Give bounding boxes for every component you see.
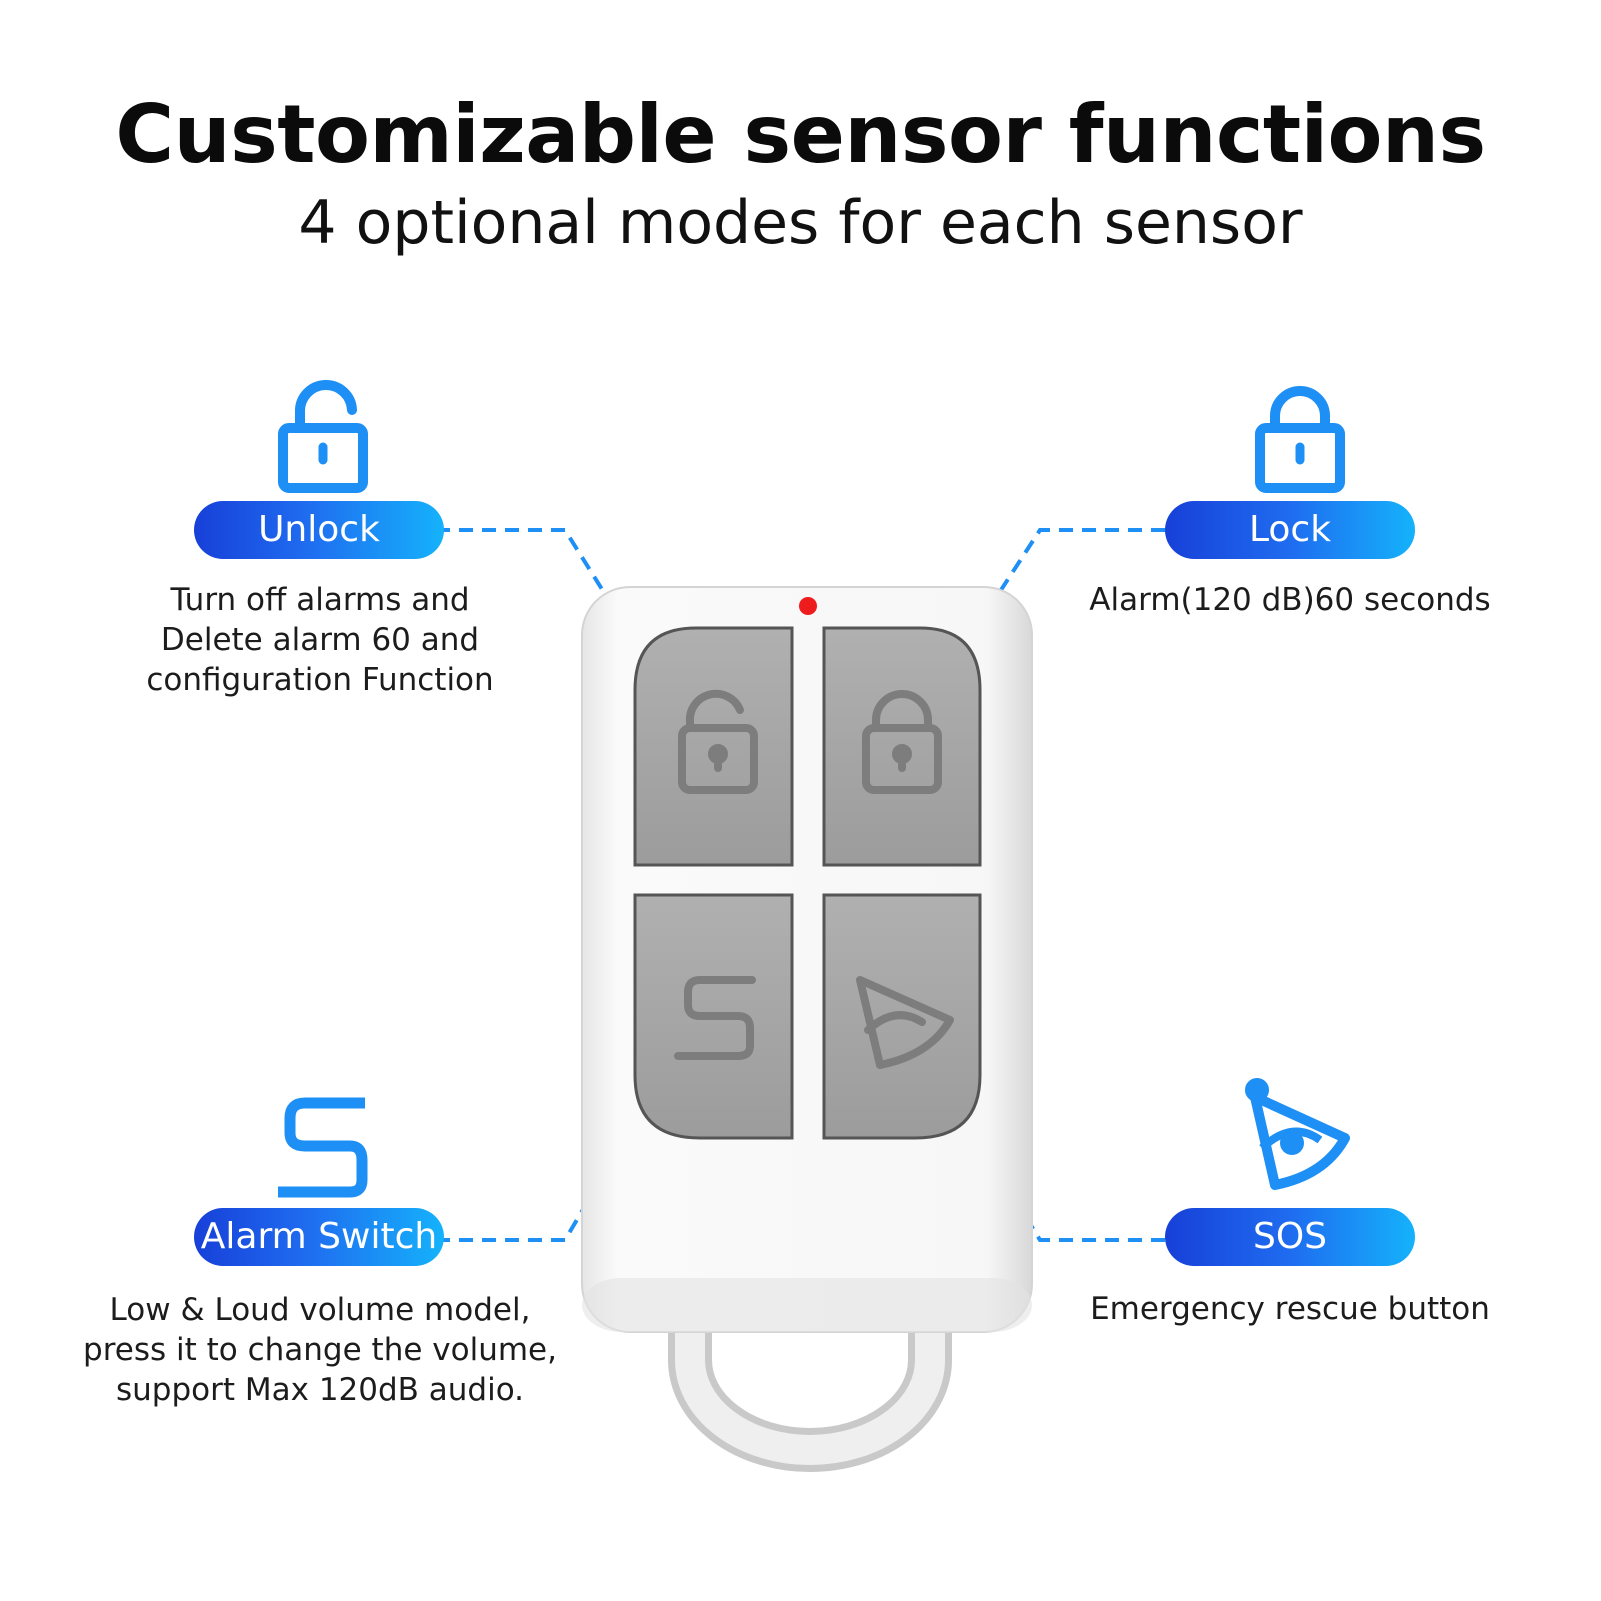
- alarm-switch-desc-line-3: support Max 120dB audio.: [116, 1372, 524, 1408]
- button-lock-icon: [862, 690, 942, 794]
- keyring-loop: [668, 1320, 952, 1472]
- button-alarm-switch-icon: [674, 976, 756, 1060]
- page-title: Customizable sensor functions: [115, 88, 1486, 181]
- alarm-switch-icon: [278, 1097, 368, 1198]
- sos-description: Emergency rescue button: [1080, 1289, 1500, 1329]
- led-indicator: [799, 597, 817, 615]
- unlock-desc-line-3: configuration Function: [146, 662, 494, 698]
- unlock-label: Unlock: [258, 509, 380, 550]
- unlock-icon: [278, 380, 368, 493]
- unlock-desc-line-2: Delete alarm 60 and: [160, 622, 480, 658]
- sos-label: SOS: [1252, 1216, 1328, 1257]
- unlock-description: Turn off alarms and Delete alarm 60 and …: [120, 580, 520, 700]
- alarm-switch-label-pill: Alarm Switch: [194, 1208, 444, 1266]
- alarm-switch-desc-line-1: Low & Loud volume model,: [109, 1292, 531, 1328]
- lock-description: Alarm(120 dB)60 seconds: [1080, 580, 1500, 620]
- alarm-switch-desc-line-2: press it to change the volume,: [83, 1332, 557, 1368]
- lock-desc-line-1: Alarm(120 dB)60 seconds: [1089, 582, 1491, 618]
- page-subtitle: 4 optional modes for each sensor: [298, 188, 1303, 258]
- alarm-switch-description: Low & Loud volume model, press it to cha…: [70, 1290, 570, 1410]
- lock-label-pill: Lock: [1165, 501, 1415, 559]
- unlock-desc-line-1: Turn off alarms and: [170, 582, 470, 618]
- lock-label: Lock: [1248, 509, 1332, 550]
- sos-desc-line-1: Emergency rescue button: [1090, 1291, 1490, 1327]
- sos-label-pill: SOS: [1165, 1208, 1415, 1266]
- bell-icon: [1245, 1078, 1350, 1190]
- unlock-label-pill: Unlock: [194, 501, 444, 559]
- alarm-switch-label: Alarm Switch: [200, 1216, 438, 1257]
- button-bell-icon: [856, 976, 954, 1069]
- button-unlock-icon: [678, 689, 758, 794]
- lock-icon: [1255, 386, 1345, 493]
